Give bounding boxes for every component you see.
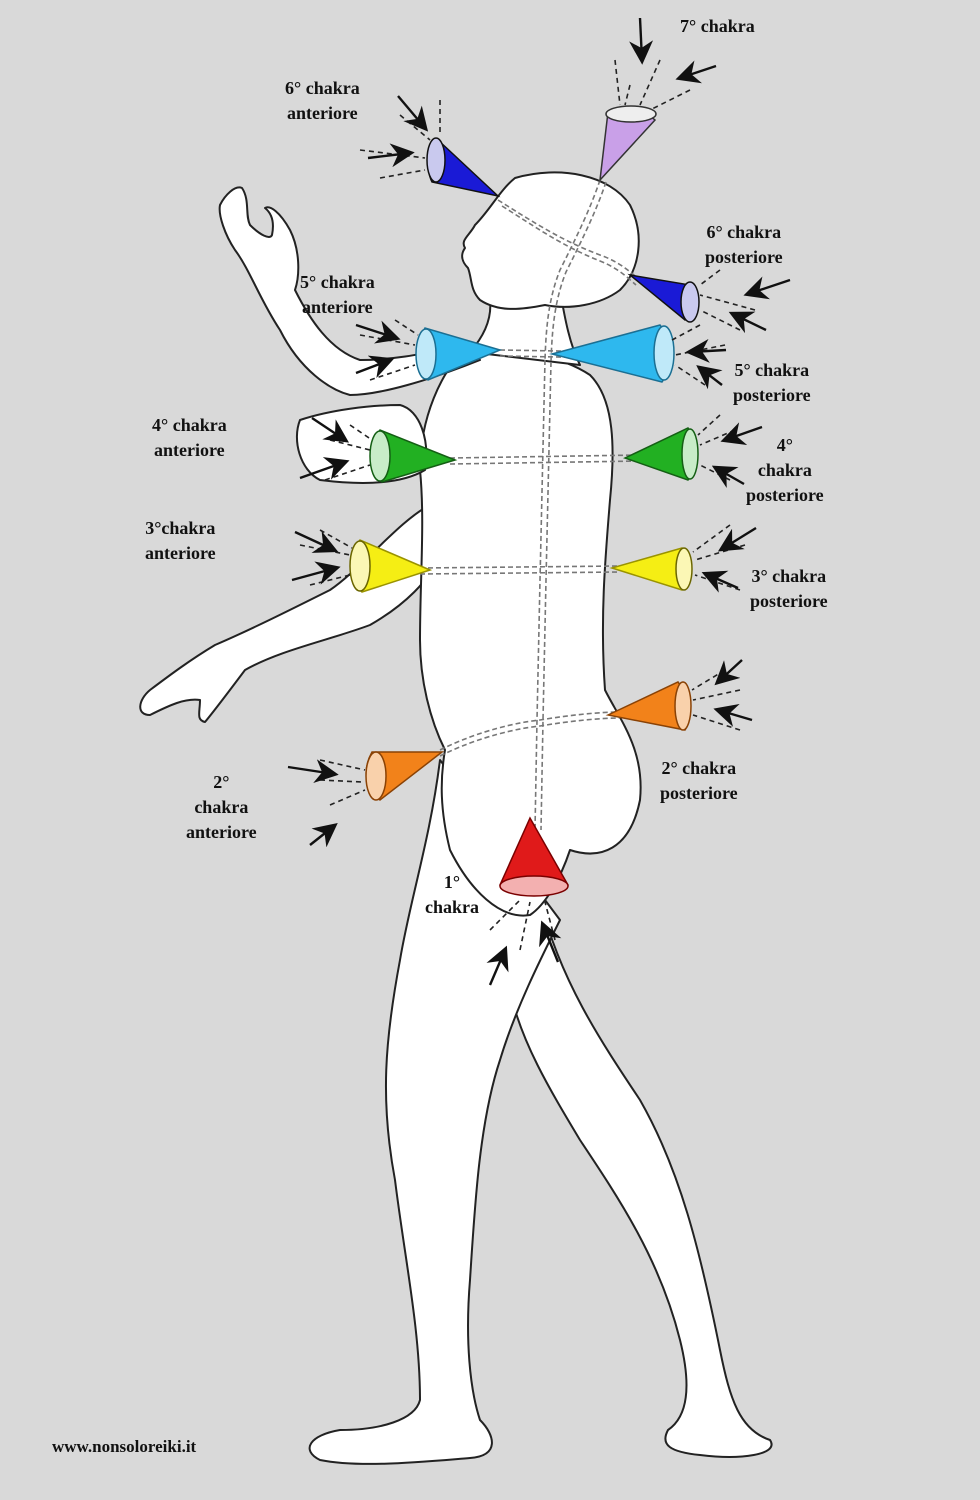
chakra-6-posterior-cone: [627, 273, 700, 323]
chakra-4-posterior-cone: [623, 427, 699, 481]
chakra-4-anterior-cone: [369, 429, 458, 483]
energy-arrows: [287, 17, 791, 986]
chakra-6-anterior-cone: [426, 137, 501, 198]
chakra-2-anterior-cone: [365, 751, 445, 801]
back-leg: [509, 899, 773, 1458]
chakra-3-posterior-cone: [609, 547, 693, 591]
chakra-2-posterior-cone: [605, 681, 692, 731]
website-credit: www.nonsoloreiki.it: [52, 1437, 197, 1456]
chakra-5-anterior-cone: [415, 327, 503, 381]
chakra-7-cone: [598, 105, 657, 183]
chakra-3-anterior-cone: [349, 539, 433, 593]
head: [461, 171, 640, 310]
chakra-5-posterior-cone: [549, 324, 675, 383]
human-figure: [139, 171, 773, 1465]
chakra-1-cone: [499, 816, 569, 897]
lower-arm: [139, 504, 441, 723]
label-chakra-7: 7° chakra: [680, 16, 755, 36]
raised-arm: [218, 186, 481, 396]
front-leg: [308, 759, 561, 1465]
label-chakra-1: 1°chakra: [425, 872, 479, 917]
